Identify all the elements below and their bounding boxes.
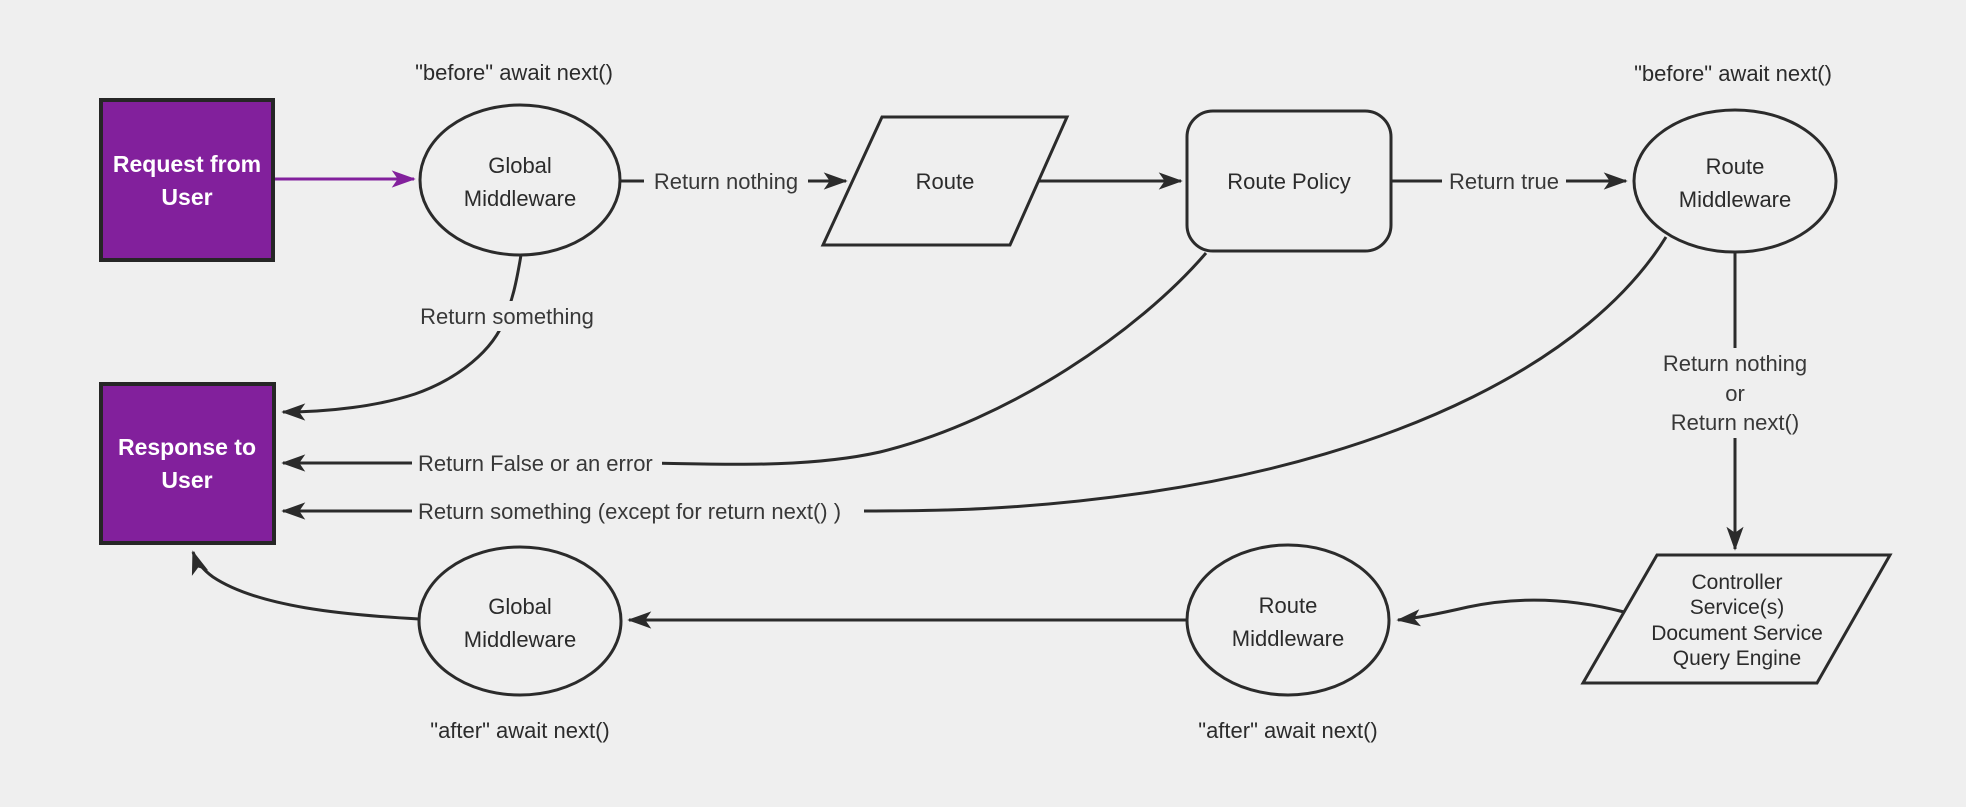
route-middleware-top-ellipse [1632, 108, 1838, 254]
route-middleware-top-line1: Route [1706, 154, 1765, 179]
edge-label-return-true: Return true [1449, 169, 1559, 194]
node-route-middleware-top: Route Middleware "before" await next() [1632, 61, 1838, 254]
edge-label-return-false-or-error: Return False or an error [418, 451, 653, 476]
controller-line3: Document Service [1651, 622, 1823, 645]
label-bg [415, 301, 599, 331]
request-box [99, 98, 275, 262]
edge-label-return-nothing-or-next-line3: Return next() [1671, 410, 1799, 435]
route-middleware-top-line2: Middleware [1679, 187, 1792, 212]
label-bg [412, 448, 662, 478]
global-middleware-top-line1: Global [488, 153, 552, 178]
node-route: Route [820, 115, 1070, 247]
global-middleware-bottom-line1: Global [488, 594, 552, 619]
route-parallelogram [820, 115, 1070, 247]
request-label-line1: Request from [113, 151, 261, 177]
edge-label-return-something: Return something [420, 304, 594, 329]
controller-parallelogram [1580, 553, 1893, 685]
edge-global-to-response [281, 254, 523, 421]
label-bg [1654, 348, 1816, 438]
node-route-policy: Route Policy [1185, 109, 1393, 253]
before-await-next-annotation-left: "before" await next() [415, 60, 613, 85]
edge-route-mw-to-response [281, 236, 1668, 520]
route-middleware-bottom-ellipse [1185, 543, 1391, 697]
global-middleware-bottom-ellipse [417, 545, 623, 697]
before-await-next-annotation-right: "before" await next() [1634, 61, 1832, 86]
controller-line4: Query Engine [1673, 647, 1801, 670]
edge-label-return-nothing-or-next-line2: or [1725, 381, 1745, 406]
controller-line2: Service(s) [1690, 596, 1785, 619]
node-request: Request from User [99, 98, 275, 262]
label-bg [644, 166, 808, 196]
route-label: Route [916, 169, 975, 194]
response-label-line1: Response to [118, 434, 256, 460]
label-bg [412, 496, 864, 526]
controller-line1: Controller [1691, 571, 1782, 594]
label-bg [1442, 166, 1566, 196]
after-await-next-annotation-right: "after" await next() [1198, 718, 1377, 743]
route-middleware-bottom-line2: Middleware [1232, 626, 1345, 651]
node-global-middleware-bottom: Global Middleware "after" await next() [417, 545, 623, 743]
response-label-line2: User [161, 467, 212, 493]
after-await-next-annotation-left: "after" await next() [430, 718, 609, 743]
edge-controller-to-route-mw-bottom [1396, 598, 1625, 627]
request-label-line2: User [161, 184, 212, 210]
edge-label-return-something-except: Return something (except for return next… [418, 499, 841, 524]
route-policy-box [1185, 109, 1393, 253]
edge-label-return-nothing: Return nothing [654, 169, 798, 194]
edge-policy-to-response [281, 252, 1208, 472]
response-box [99, 382, 276, 545]
node-route-middleware-bottom: Route Middleware "after" await next() [1185, 543, 1391, 743]
route-middleware-bottom-line1: Route [1259, 593, 1318, 618]
global-middleware-top-ellipse [418, 103, 622, 257]
node-response: Response to User [99, 382, 276, 545]
global-middleware-bottom-line2: Middleware [464, 627, 577, 652]
node-global-middleware-top: Global Middleware "before" await next() [415, 60, 622, 257]
edge-label-return-nothing-or-next-line1: Return nothing [1663, 351, 1807, 376]
edge-global-bottom-to-response [191, 550, 420, 621]
global-middleware-top-line2: Middleware [464, 186, 577, 211]
node-controller: Controller Service(s) Document Service Q… [1580, 553, 1893, 685]
route-policy-label: Route Policy [1227, 169, 1351, 194]
